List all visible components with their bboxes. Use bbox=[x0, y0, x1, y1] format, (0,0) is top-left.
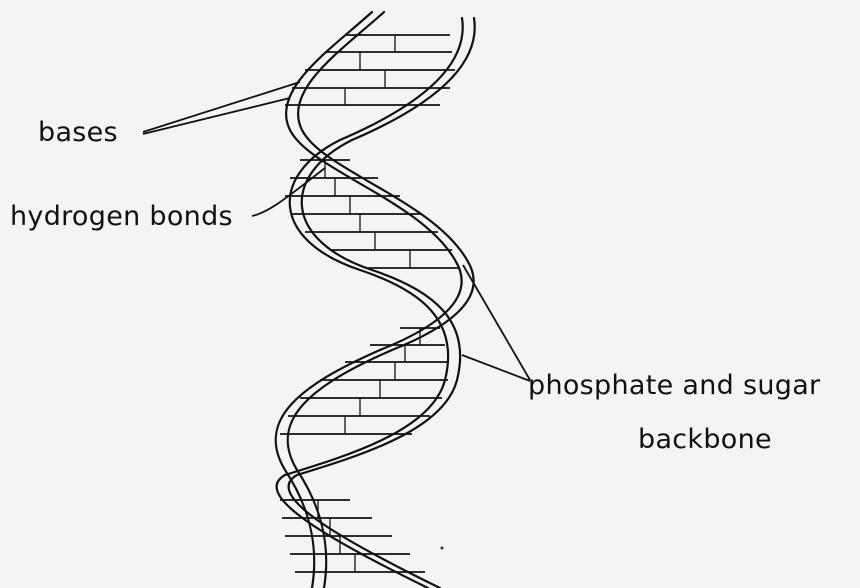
backbone-leader-1 bbox=[463, 265, 530, 380]
backbone-strand-a bbox=[276, 12, 474, 588]
base-pair-rungs bbox=[280, 35, 460, 572]
label-bases: bases bbox=[38, 117, 118, 148]
bases-leader-2 bbox=[143, 98, 290, 134]
label-hydrogen-bonds: hydrogen bonds bbox=[10, 201, 233, 232]
hydrogen-bonds-leader bbox=[252, 168, 325, 216]
scan-dot bbox=[441, 547, 444, 550]
label-backbone-line2: backbone bbox=[638, 424, 772, 455]
label-backbone-line1: phosphate and sugar bbox=[528, 370, 820, 401]
backbone-strand-b bbox=[277, 18, 475, 588]
bases-leader-1 bbox=[143, 82, 300, 132]
backbone-leader-2 bbox=[462, 355, 530, 381]
hydrogen-bond-ticks bbox=[318, 35, 420, 572]
